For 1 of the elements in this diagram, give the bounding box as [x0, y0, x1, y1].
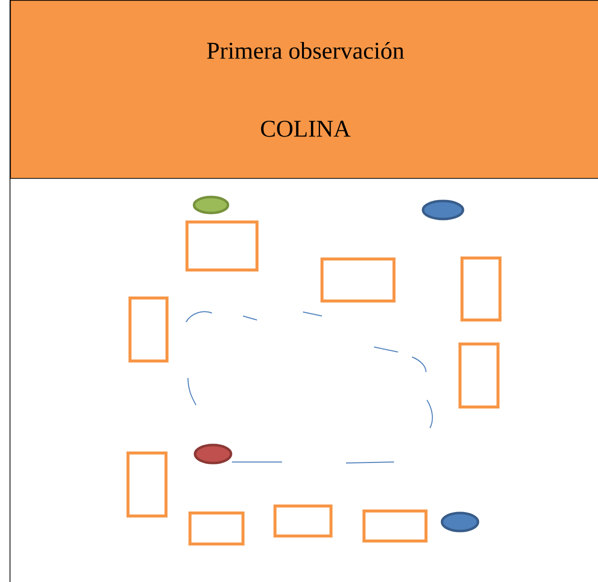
header-cell: Primera observación COLINA	[10, 0, 598, 179]
